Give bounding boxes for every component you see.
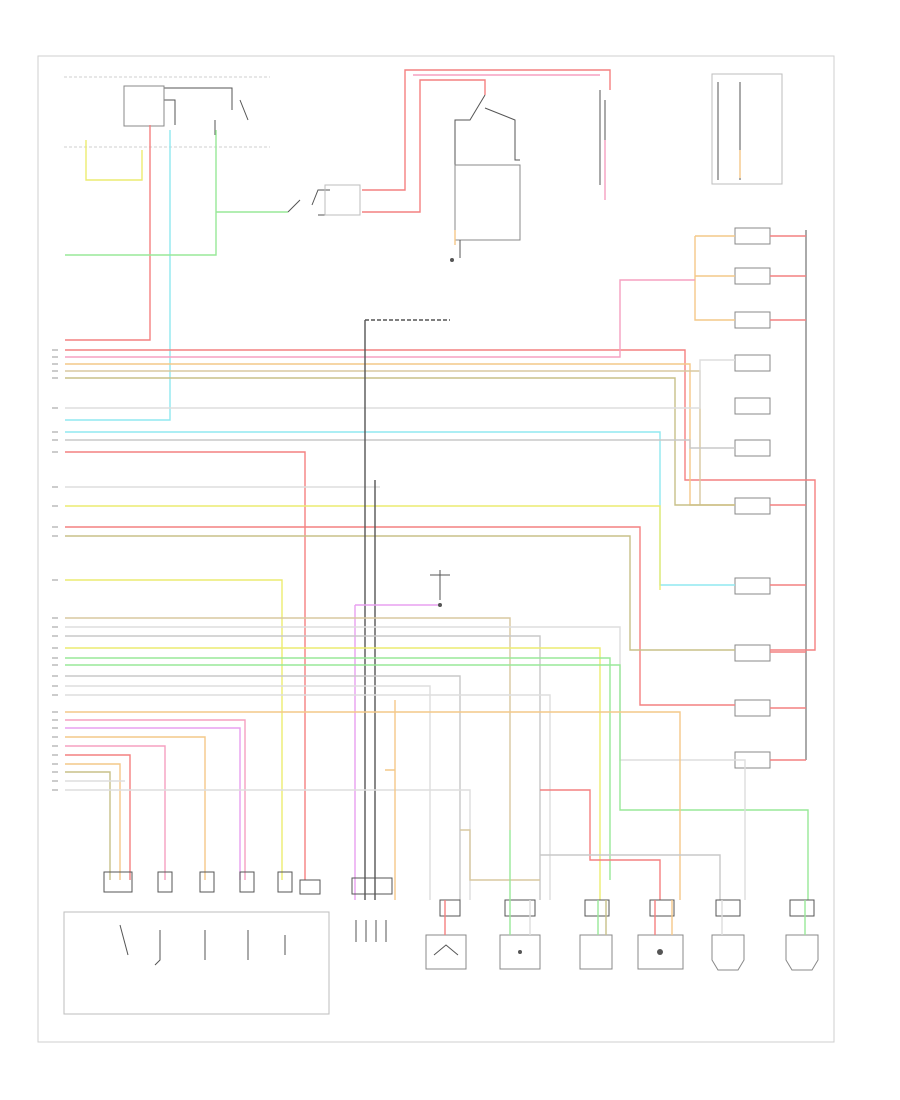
diagram-frame (37, 55, 835, 1043)
top-right-relay (599, 90, 606, 200)
sensor-7 (785, 899, 819, 971)
wire-red-top-1 (362, 69, 611, 191)
sensor-5 (637, 899, 684, 970)
main-harness (65, 279, 816, 880)
center-relay-block (450, 94, 521, 262)
wire-green-left (65, 130, 217, 256)
sensor-2 (425, 899, 467, 970)
sensor-3 (499, 899, 541, 970)
sensor-1 (351, 877, 393, 942)
wire-red-top-2 (362, 79, 486, 213)
top-right-fuse-panel (711, 73, 783, 185)
sensor-6 (711, 899, 745, 971)
center-top-switch (287, 184, 361, 216)
lower-harness (65, 617, 809, 900)
left-pin-ticks (52, 349, 58, 581)
top-left-switch-block (64, 76, 270, 148)
wire-red-left (65, 125, 151, 341)
wire-cyan-left (65, 130, 171, 421)
left-pin-ticks-lower (52, 617, 58, 791)
sensor-4 (579, 899, 613, 970)
wire-yellow-left (85, 140, 143, 181)
wire-magenta-center (354, 604, 440, 900)
transmission-block (63, 871, 330, 1015)
sensor-drops (444, 830, 806, 935)
right-module-stack (694, 227, 807, 769)
center-ground-switch (430, 570, 450, 607)
